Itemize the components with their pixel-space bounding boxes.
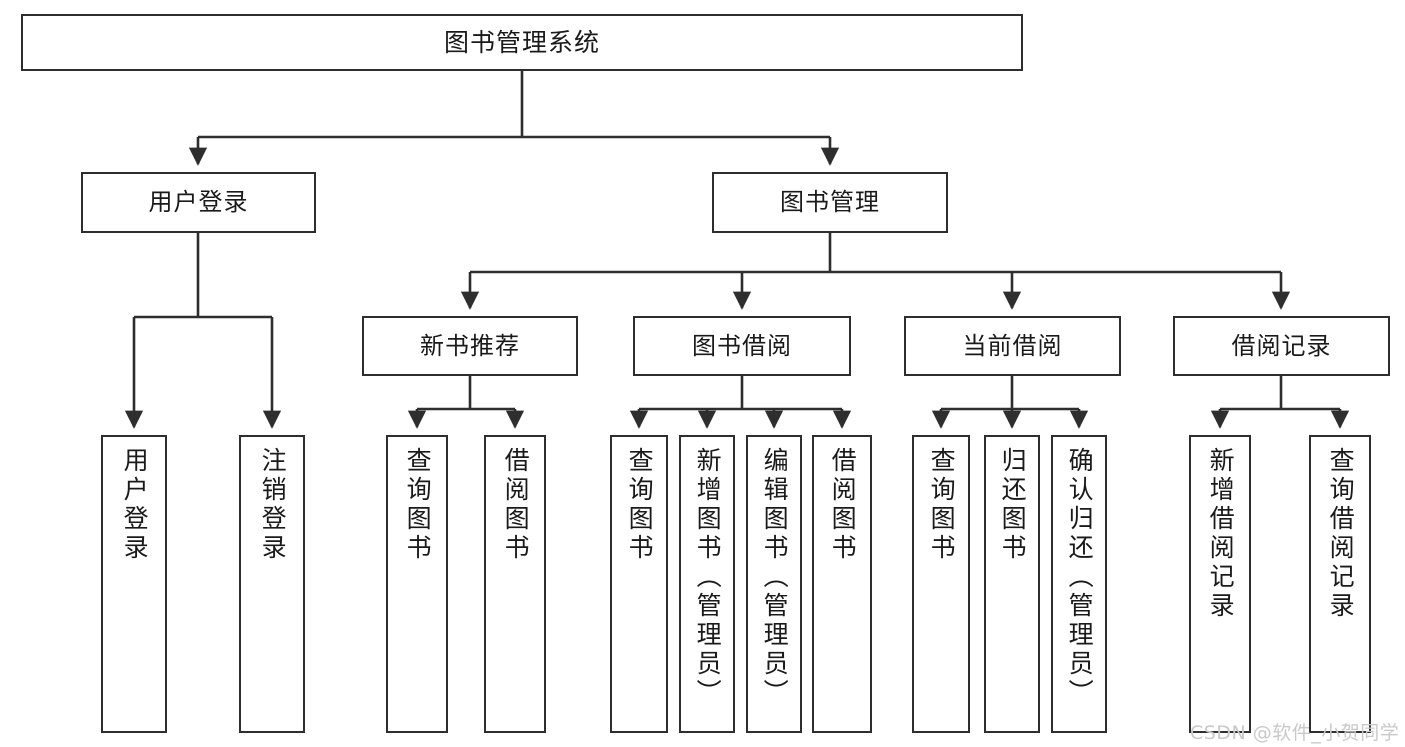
node-root[interactable]: 图书管理系统 (21, 14, 1023, 71)
node-leaf-edit-book-admin-label: 编辑图书（管理员） (760, 447, 790, 708)
csdn-watermark: CSDN @软件_小贺同学 (1190, 722, 1400, 744)
node-leaf-edit-book-admin[interactable]: 编辑图书（管理员） (746, 435, 802, 733)
node-leaf-query-borrow-record[interactable]: 查询借阅记录 (1309, 435, 1371, 733)
node-root-label: 图书管理系统 (443, 27, 600, 57)
node-user-login[interactable]: 用户登录 (81, 172, 316, 233)
node-new-book-rec[interactable]: 新书推荐 (362, 316, 578, 376)
node-user-login-label: 用户登录 (148, 188, 249, 217)
node-borrow-record-label: 借阅记录 (1231, 331, 1332, 360)
node-book-manage[interactable]: 图书管理 (712, 172, 948, 233)
node-current-borrow-label: 当前借阅 (962, 331, 1063, 360)
node-current-borrow[interactable]: 当前借阅 (904, 316, 1121, 376)
node-leaf-query-book-3-label: 查询图书 (927, 447, 957, 563)
node-leaf-user-login-label: 用户登录 (120, 447, 150, 563)
node-leaf-query-book-2-label: 查询图书 (625, 447, 655, 563)
node-leaf-confirm-return-admin[interactable]: 确认归还（管理员） (1051, 435, 1107, 733)
node-leaf-query-book-1-label: 查询图书 (403, 447, 433, 563)
node-leaf-return-book[interactable]: 归还图书 (984, 435, 1040, 733)
node-leaf-add-book-admin[interactable]: 新增图书（管理员） (679, 435, 735, 733)
node-leaf-confirm-return-admin-label: 确认归还（管理员） (1065, 447, 1095, 708)
node-leaf-borrow-book-1-label: 借阅图书 (501, 447, 531, 563)
node-leaf-add-borrow-record-label: 新增借阅记录 (1206, 447, 1236, 621)
node-leaf-add-book-admin-label: 新增图书（管理员） (693, 447, 723, 708)
node-new-book-rec-label: 新书推荐 (420, 331, 520, 360)
node-leaf-add-borrow-record[interactable]: 新增借阅记录 (1189, 435, 1251, 733)
node-leaf-borrow-book-2-label: 借阅图书 (828, 447, 858, 563)
node-leaf-borrow-book-2[interactable]: 借阅图书 (812, 435, 872, 733)
node-book-manage-label: 图书管理 (780, 188, 880, 217)
node-leaf-logout-label: 注销登录 (258, 447, 288, 563)
node-leaf-query-borrow-record-label: 查询借阅记录 (1326, 447, 1356, 621)
node-leaf-user-login[interactable]: 用户登录 (101, 435, 167, 733)
node-leaf-return-book-label: 归还图书 (998, 447, 1028, 563)
node-leaf-query-book-1[interactable]: 查询图书 (386, 435, 448, 733)
node-leaf-query-book-3[interactable]: 查询图书 (912, 435, 970, 733)
node-book-borrow-label: 图书借阅 (692, 331, 792, 360)
node-leaf-query-book-2[interactable]: 查询图书 (610, 435, 668, 733)
node-leaf-borrow-book-1[interactable]: 借阅图书 (484, 435, 546, 733)
node-leaf-logout[interactable]: 注销登录 (239, 435, 305, 733)
node-borrow-record[interactable]: 借阅记录 (1173, 316, 1390, 376)
node-book-borrow[interactable]: 图书借阅 (633, 316, 851, 376)
